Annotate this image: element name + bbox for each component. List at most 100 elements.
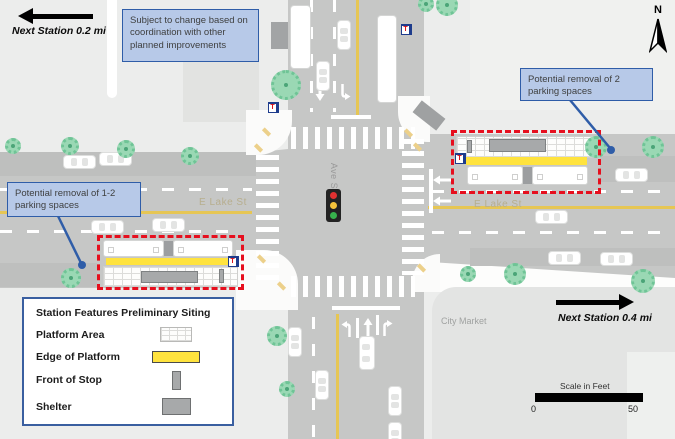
crosswalk-south: [291, 276, 415, 297]
city-market-label: City Market: [441, 316, 487, 326]
car: [615, 168, 648, 182]
crosswalk-east: [402, 139, 424, 275]
bus-northbound: [377, 15, 397, 103]
shelter-swatch: [161, 398, 191, 415]
transit-stop-sign-icon: T: [228, 256, 239, 267]
legend-item-label: Edge of Platform: [36, 350, 121, 363]
car: [152, 218, 185, 232]
transit-stop-sign-icon: T: [268, 102, 279, 113]
lane-line: [333, 0, 336, 112]
tree-icon: [267, 326, 287, 346]
tree-icon: [436, 0, 458, 16]
lane-arrow-straight: [362, 318, 374, 336]
centerline: [356, 0, 359, 115]
legend-item-front-of-stop: Front of Stop: [36, 370, 220, 390]
front-of-stop-east: [467, 140, 472, 153]
edge-of-platform-east: [466, 157, 587, 165]
lane-arrow-turn-down: [339, 84, 351, 102]
shelter-west-platform: [141, 271, 198, 283]
car: [337, 20, 351, 50]
next-station-left-label: Next Station 0.2 mi: [12, 25, 106, 37]
street-label-e-lake-st-west: E Lake St: [199, 197, 247, 208]
bus-eastbound: [467, 166, 588, 185]
car: [535, 210, 568, 224]
centerline: [428, 206, 675, 209]
car: [288, 327, 302, 357]
bus-westbound: [103, 240, 233, 257]
lane-line: [312, 317, 315, 439]
scale-max-label: 50: [628, 404, 639, 414]
shelter-existing: [271, 22, 288, 49]
legend-item-edge-of-platform: Edge of Platform: [36, 350, 220, 363]
transit-stop-sign-icon: T: [401, 24, 412, 35]
legend-item-label: Platform Area: [36, 328, 105, 341]
tree-icon: [117, 140, 135, 158]
transit-sign-letter: T: [229, 257, 236, 266]
street-label-e-lake-st-east: E Lake St: [474, 199, 522, 210]
next-station-right-label: Next Station 0.4 mi: [558, 312, 652, 324]
crosswalk-north: [291, 127, 415, 149]
stop-bar: [332, 306, 400, 310]
tree-icon: [61, 268, 81, 288]
legend: Station Features Preliminary Siting Plat…: [22, 297, 234, 426]
tree-icon: [631, 269, 655, 293]
legend-title: Station Features Preliminary Siting: [36, 307, 211, 319]
edge-of-platform-west: [106, 258, 228, 265]
car: [63, 155, 96, 169]
next-station-arrow-right-icon: [556, 294, 634, 310]
legend-item-label: Shelter: [36, 400, 72, 413]
car: [315, 370, 329, 400]
tree-icon: [504, 263, 526, 285]
car: [359, 336, 375, 370]
platform-area-swatch: [160, 327, 192, 343]
tree-icon: [271, 70, 301, 100]
driveway-northwest: [107, 0, 117, 98]
note-subject-to-change: Subject to change based on coordination …: [122, 9, 259, 62]
tree-icon: [181, 147, 199, 165]
legend-item-platform-area: Platform Area: [36, 327, 220, 343]
transit-sign-letter: T: [269, 103, 276, 112]
lane-line: [310, 0, 313, 112]
tree-icon: [279, 381, 295, 397]
lane-arrow-left-turn: [341, 319, 353, 337]
lane-line: [432, 231, 675, 234]
crosswalk-west: [256, 155, 279, 285]
legend-item-shelter: Shelter: [36, 398, 220, 415]
proposed-station-outline-east: [451, 130, 601, 194]
transit-sign-letter: T: [456, 154, 463, 163]
scale-min-label: 0: [531, 404, 537, 414]
front-of-stop-swatch: [171, 370, 181, 390]
tree-icon: [61, 137, 79, 155]
front-of-stop-west: [219, 269, 224, 283]
north-label: N: [654, 4, 662, 16]
next-station-arrow-left-icon: [18, 8, 93, 24]
scale-bar-label: Scale in Feet: [560, 381, 610, 391]
traffic-signal-icon: [326, 189, 341, 222]
edge-of-platform-swatch: [152, 350, 200, 363]
car: [316, 61, 330, 91]
bus-southbound: [290, 5, 311, 69]
stop-bar: [331, 115, 371, 119]
lane-arrow-left: [433, 195, 451, 207]
lane-arrow-right-turn: [381, 318, 393, 336]
shelter-east-platform: [489, 139, 546, 152]
tree-icon: [418, 0, 434, 12]
transit-stop-sign-icon: T: [455, 153, 466, 164]
proposed-station-outline-west: [97, 235, 244, 290]
scale-bar: [535, 393, 643, 402]
tree-icon: [585, 136, 607, 158]
north-arrow-icon: [649, 18, 667, 54]
tree-icon: [642, 136, 664, 158]
centerline: [336, 314, 339, 439]
tree-icon: [5, 138, 21, 154]
lane-tick: [356, 318, 359, 338]
transit-sign-letter: T: [402, 25, 409, 34]
legend-item-label: Front of Stop: [36, 374, 102, 387]
car: [548, 251, 581, 265]
note-removal-2-spaces: Potential removal of 2 parking spaces: [520, 68, 653, 101]
car: [388, 386, 402, 416]
tree-icon: [460, 266, 476, 282]
car: [600, 252, 633, 266]
